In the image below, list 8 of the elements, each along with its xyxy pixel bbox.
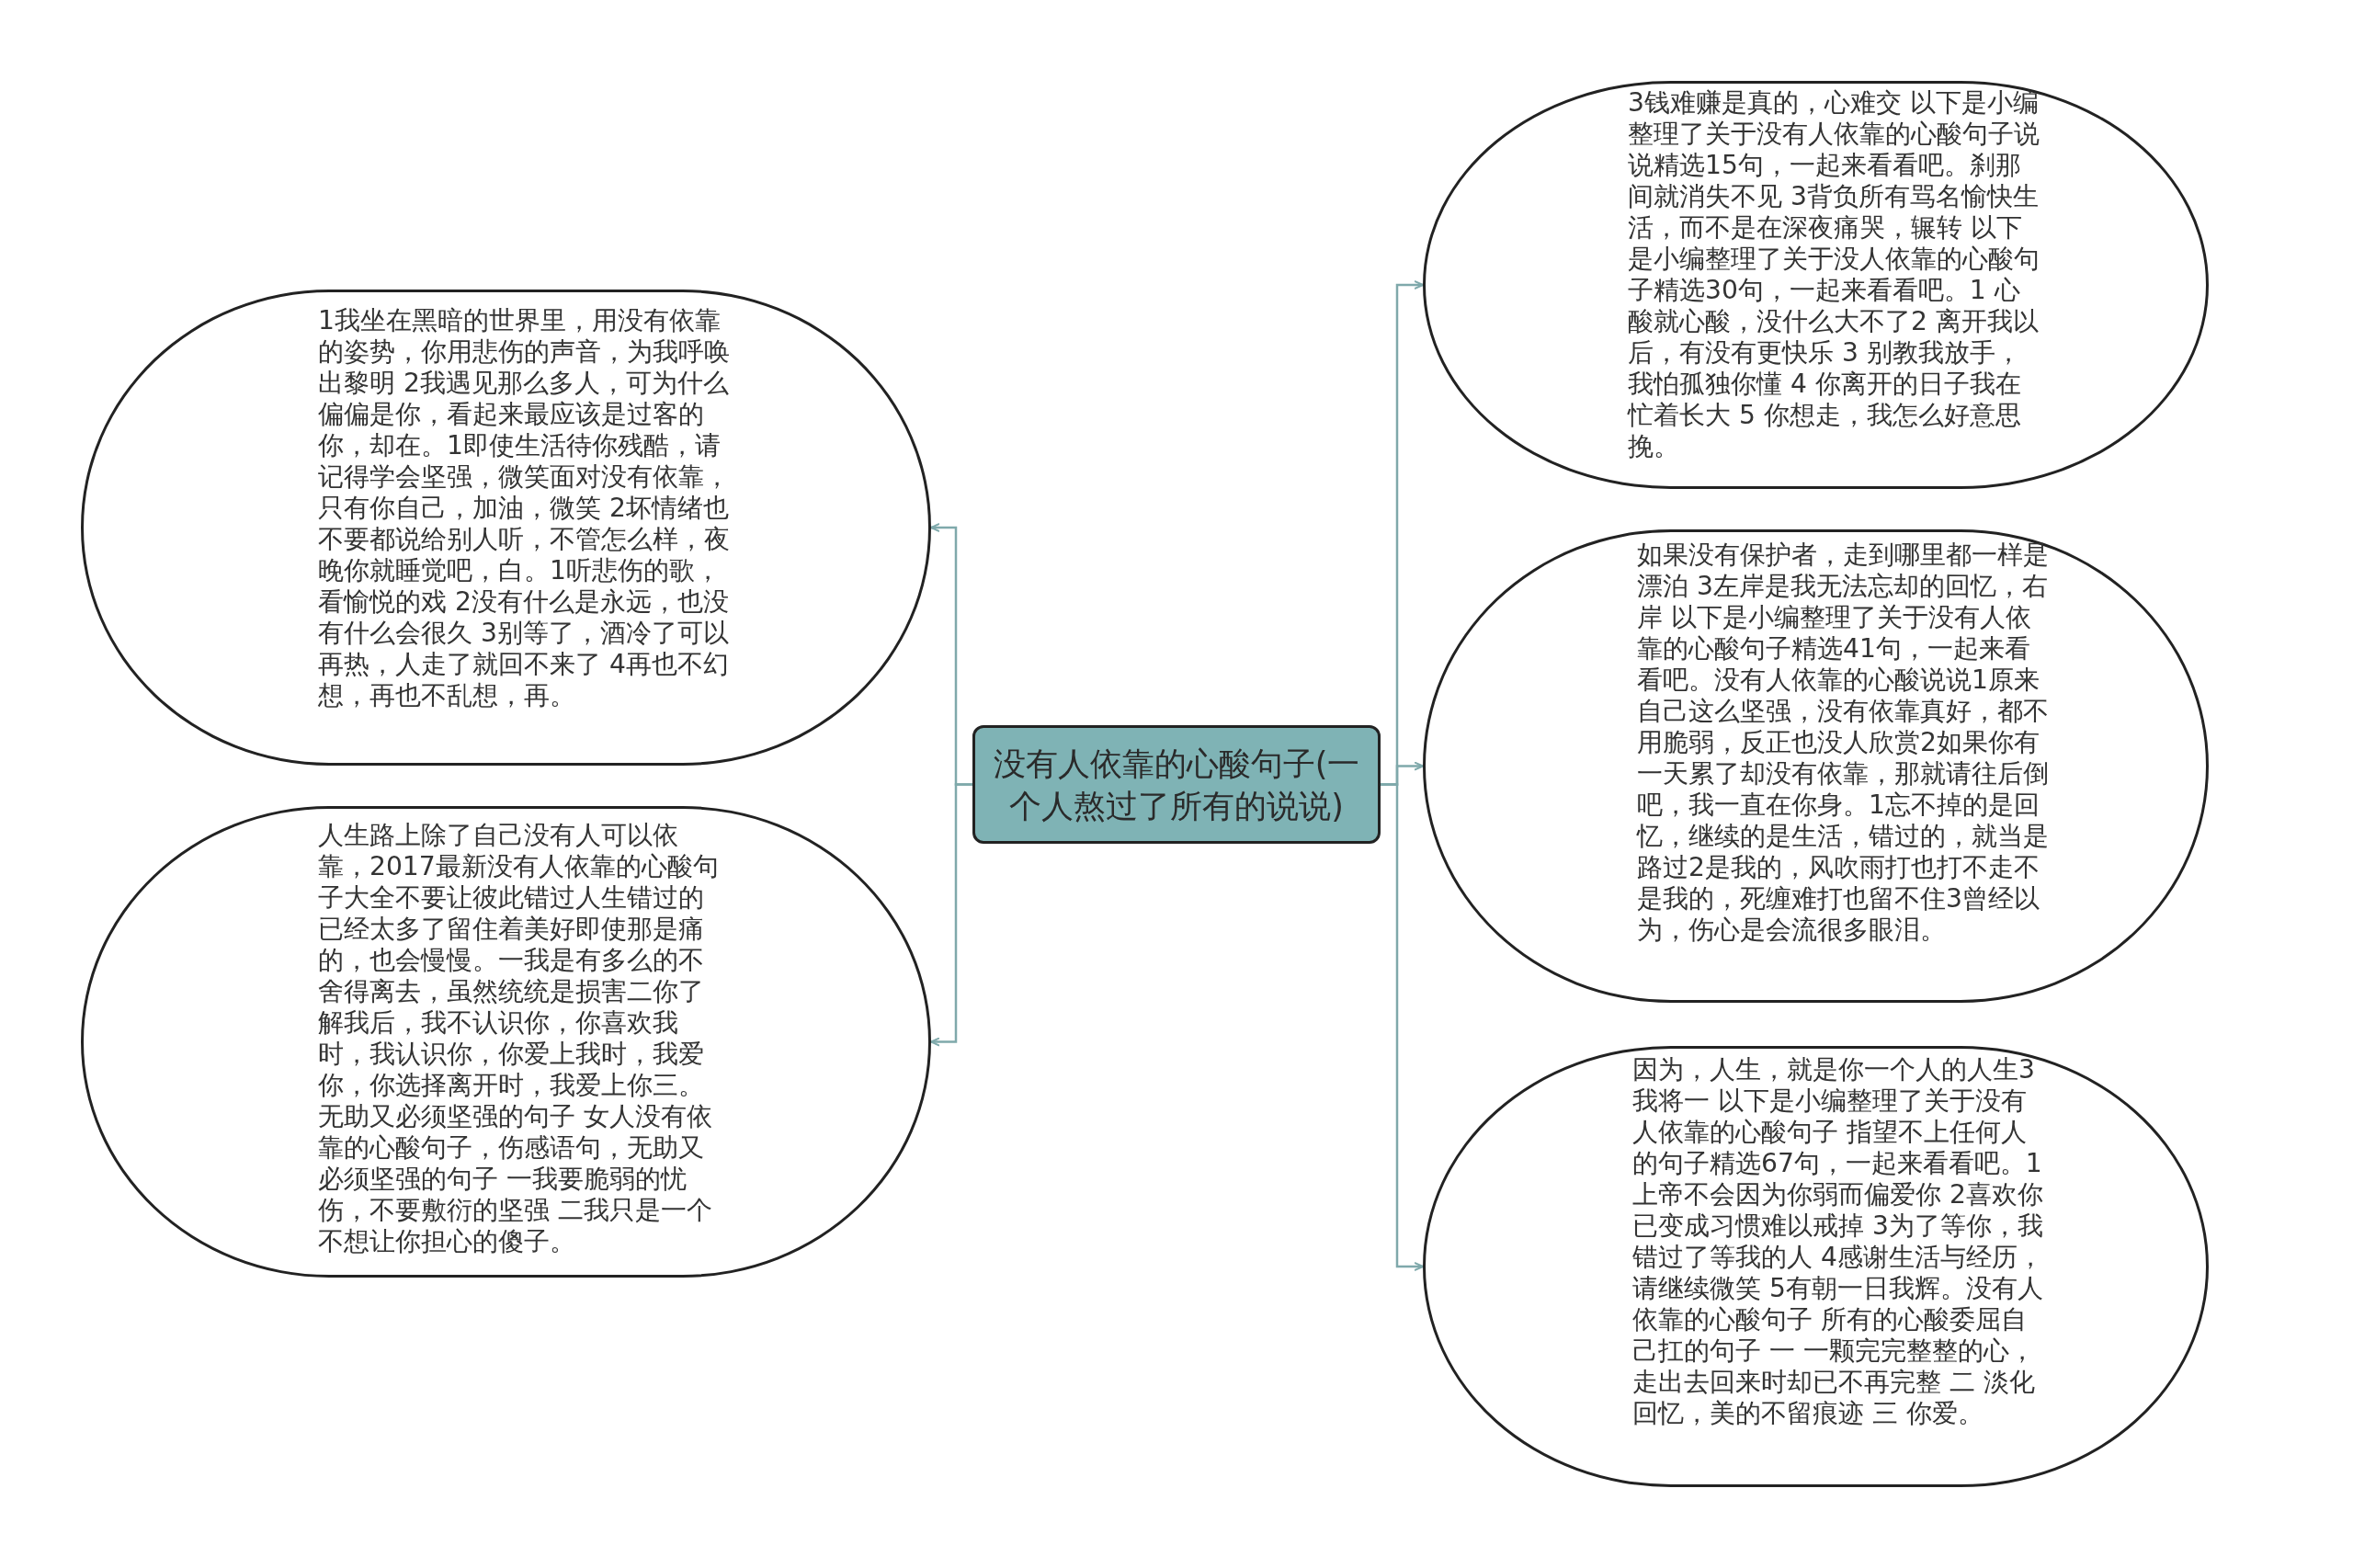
quote-text: 如果没有保护者，走到哪里都一样是漂泊 3左岸是我无法忘却的回忆，右岸 以下是小编整理了关于没有人依靠的心酸句子精选41句，一起来看看吧。没有人依靠的心酸说说1原来自己这么坚强，没有依靠真好，都不用脆弱，反正也没人欣赏2如果你有一天累了却没有依靠，那就请往后倒吧，我一直在你身。1忘不掉的是回忆，继续的是生活，错过的，就当是路过2是我的，风吹雨打也打不走不是我的，死缠难打也留不住3曾经以为，伤心是会流很多眼泪。 [1637, 540, 2050, 946]
quote-text: 人生路上除了自己没有人可以依靠，2017最新没有人依靠的心酸句子大全不要让彼此错过人生错过的已经太多了留住着美好即使那是痛的，也会慢慢。一我是有多么的不舍得离去，虽然统统是损害二你了解我后，我不认识你，你喜欢我时，我认识你，你爱上我时，我爱你，你选择离开时，我爱上你三。无助又必须坚强的句子 女人没有依靠的心酸句子，伤感语句，无助又必须坚强的句子 一我要脆弱的忧伤，不要敷衍的坚强 二我只是一个不想让你担心的傻子。 [318, 820, 719, 1257]
topic-title: 没有人依靠的心酸句子(一个人熬过了所有的说说) [992, 744, 1361, 826]
quote-text: 1我坐在黑暗的世界里，用没有依靠的姿势，你用悲伤的声音，为我呼唤出黎明 2我遇见那么多人，可为什么偏偏是你，看起来最应该是过客的你，却在。1即使生活待你残酷，请记得学会坚强，微笑面对没有依靠，只有你自己，加油，微笑 2坏情绪也不要都说给别人听，不管怎么样，夜晚你就睡觉吧，白。1听悲伤的歌，看愉悦的戏 2没有什么是永远，也没有什么会很久 3别等了，酒冷了可以再热，人走了就回不来了 4再也不幻想，再也不乱想，再。 [318, 305, 730, 711]
quote-text: 3钱难赚是真的，心难交 以下是小编整理了关于没有人依靠的心酸句子说说精选15句，一起来看看吧。刹那间就消失不见 3背负所有骂名愉快生活，而不是在深夜痛哭，辗转 以下是小编整理了关于没人依靠的心酸句子精选30句，一起来看看吧。1 心酸就心酸，没什么大不了2 离开我以后，有没有更快乐 3 别教我放手，我怕孤独你懂 4 你离开的日子我在忙着长大 5 你想走，我怎么好意思挽。 [1628, 87, 2040, 462]
topic-box [972, 725, 1381, 844]
connector-arrow [930, 783, 972, 1047]
quote-text: 因为，人生，就是你一个人的人生3我将一 以下是小编整理了关于没有人依靠的心酸句子 指望不上任何人的句子精选67句，一起来看看吧。1上帝不会因为你弱而偏爱你 2喜欢你已变成习惯难以戒掉 3为了等你，我错过了等我的人 4感谢生活与经历，请继续微笑 5有朝一日我辉。没有人依靠的心酸句子 所有的心酸委屈自己扛的句子 一 一颗完完整整的心，走出去回来时却已不再完整 二 淡化回忆，美的不留痕迹 三 你爱。 [1632, 1054, 2044, 1429]
